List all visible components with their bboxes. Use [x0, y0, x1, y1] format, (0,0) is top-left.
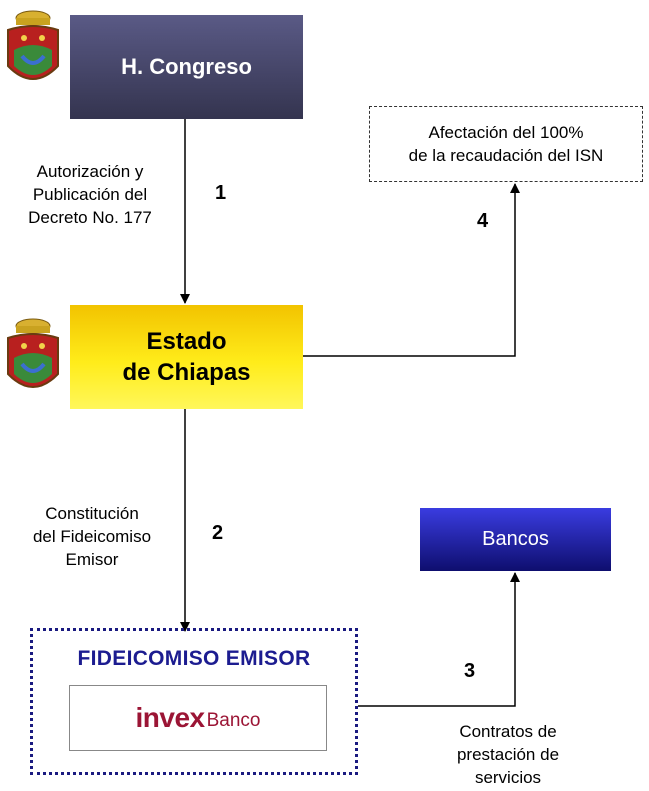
step3-number: 3 — [464, 660, 476, 682]
chiapas-seal-icon — [7, 318, 59, 388]
node-h-congreso: H. Congreso — [70, 15, 303, 119]
node-afectacion-label: Afectación del 100% de la recaudación de… — [408, 123, 604, 165]
invex-banco-logo: invex Banco — [69, 685, 327, 751]
step4-number: 4 — [477, 210, 489, 232]
node-bancos-label: Bancos — [482, 528, 549, 550]
node-estado-de-chiapas: Estado de Chiapas — [70, 305, 303, 409]
step1-label: Autorización y Publicación del Decreto N… — [28, 162, 152, 227]
node-afectacion-isn: Afectación del 100% de la recaudación de… — [369, 106, 643, 182]
step3-label: Contratos de prestación de servicios — [456, 722, 560, 787]
step2-number: 2 — [212, 522, 224, 544]
step2-label: Constitución del Fideicomiso Emisor — [32, 504, 152, 569]
invex-bank: Banco — [206, 710, 261, 731]
arrow-estado-to-afectacion — [303, 183, 520, 357]
step1-number: 1 — [215, 182, 227, 204]
node-h-congreso-label: H. Congreso — [121, 54, 252, 79]
node-fideicomiso-emisor: FIDEICOMISO EMISOR invex Banco — [30, 628, 358, 775]
fideicomiso-title: FIDEICOMISO EMISOR — [77, 647, 311, 670]
chiapas-seal-icon — [7, 10, 59, 80]
node-estado-label: Estado de Chiapas — [122, 328, 251, 386]
arrow-fideicomiso-to-bancos — [358, 572, 520, 707]
node-bancos: Bancos — [420, 508, 611, 571]
invex-brand: invex — [135, 702, 206, 733]
